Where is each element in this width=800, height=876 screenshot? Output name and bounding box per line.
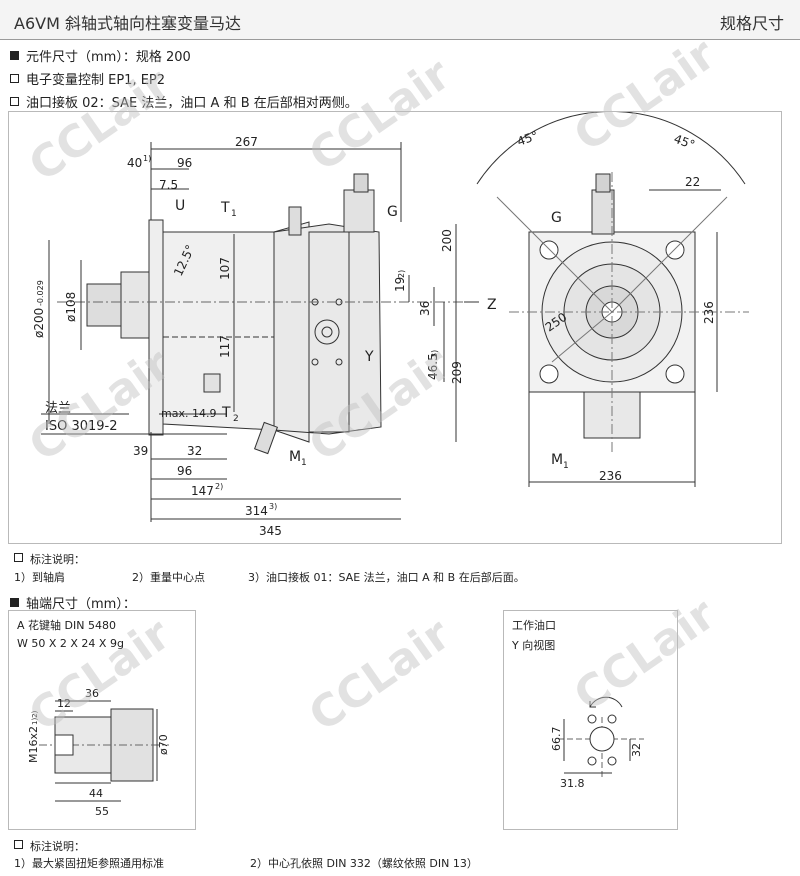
section-label: 规格尺寸 [719, 14, 784, 33]
note-1: 1）到轴肩 [14, 571, 65, 584]
bullet-control: 电子变量控制 EP1, EP2 [10, 69, 165, 88]
dim-39: 39 [133, 444, 148, 458]
flange-standard: ISO 3019-2 [45, 419, 118, 434]
port-t2-sub: 2 [233, 414, 239, 424]
port-panel-line-2: Y 向视图 [512, 639, 556, 652]
shaft-dim-55: 55 [95, 805, 109, 818]
side-dim-236-horizontal: 236 [599, 469, 622, 483]
dim-dia200: ø200 [32, 308, 46, 338]
filled-square-icon [10, 598, 19, 607]
port-u: U [175, 198, 185, 214]
dim-19: 19 [393, 277, 407, 292]
dim-max-14-9: max. 14.9 [161, 407, 216, 420]
shaft-dim-44: 44 [89, 787, 103, 800]
dim-314: 314 [245, 504, 268, 518]
square-icon [10, 74, 19, 83]
dim-96: 96 [177, 156, 192, 170]
dim-46-5: 46.5 [426, 353, 440, 380]
page-header: A6VM 斜轴式轴向柱塞变量马达 规格尺寸 [0, 0, 800, 40]
shaft-spec-line-1: A 花键轴 DIN 5480 [17, 619, 116, 632]
side-port-g: G [551, 210, 562, 226]
rotation-arrow-icon [589, 696, 623, 708]
dim-40: 40 [127, 156, 142, 170]
dim-267: 267 [235, 135, 258, 149]
port-dim-66-7: 66.7 [550, 727, 563, 752]
dim-19-note: 2) [397, 270, 406, 278]
bullet-text: 元件尺寸（mm）：规格 200 [26, 50, 191, 65]
port-panel-line-1: 工作油口 [512, 619, 556, 632]
shaft-spec-line-2: W 50 X 2 X 24 X 9g [17, 637, 124, 650]
dim-314-note: 3) [269, 502, 277, 511]
dim-200: 200 [440, 229, 454, 252]
note-2-2: 2）中心孔依照 DIN 332（螺纹依照 DIN 13） [250, 857, 478, 870]
port-m1: M [289, 449, 301, 465]
port-panel: 工作油口 Y 向视图 66.7 31.8 32 [503, 610, 678, 830]
angle-45-left: 45° [515, 128, 540, 148]
port-g: G [387, 204, 398, 220]
note-2-1: 1）最大紧固扭矩参照通用标准 [14, 857, 164, 870]
shaft-dim-dia70: ø70 [157, 734, 170, 755]
notes-2-heading: 标注说明： [14, 838, 85, 854]
view-z: Z [487, 297, 497, 313]
dim-147: 147 [191, 484, 214, 498]
side-port-m1: M [551, 452, 563, 468]
note-3: 3）油口接板 01：SAE 法兰，油口 A 和 B 在后部后面。 [248, 571, 525, 584]
side-dim-22: 22 [685, 175, 700, 189]
dim-117: 117 [218, 335, 232, 358]
dim-dia108: ø108 [64, 292, 78, 322]
shaft-dim-12: 12 [57, 697, 71, 710]
port-m1-sub: 1 [301, 458, 307, 468]
square-icon [10, 97, 19, 106]
shaft-panel: A 花键轴 DIN 5480 W 50 X 2 X 24 X 9g M16x2 … [8, 610, 196, 830]
bullet-port-plate: 油口接板 02：SAE 法兰，油口 A 和 B 在后部相对两侧。 [10, 92, 358, 111]
port-dim-32: 32 [630, 743, 643, 757]
dim-32: 32 [187, 444, 202, 458]
port-t2: T [221, 405, 231, 421]
port-t1: T [220, 200, 230, 216]
filled-square-icon [10, 51, 19, 60]
dim-36: 36 [418, 301, 432, 316]
notes-1-title: 标注说明： [30, 553, 85, 566]
dim-147-note: 2) [215, 482, 223, 491]
shaft-section-title: 轴端尺寸（mm）： [26, 597, 136, 612]
flange-label: 法兰 [45, 401, 71, 416]
shaft-section-heading: 轴端尺寸（mm）： [10, 593, 136, 612]
notes-2-title: 标注说明： [30, 840, 85, 853]
dim-209: 209 [450, 361, 464, 384]
shaft-dim-36: 36 [85, 687, 99, 700]
bullet-text: 电子变量控制 EP1, EP2 [26, 73, 166, 88]
bullet-text: 油口接板 02：SAE 法兰，油口 A 和 B 在后部相对两侧。 [26, 96, 358, 111]
note-2: 2）重量中心点 [132, 571, 205, 584]
side-dim-236-vertical: 236 [702, 301, 716, 324]
angle-45-right: 45° [672, 132, 697, 152]
port-view-drawing: 66.7 31.8 32 [550, 696, 644, 790]
dim-107: 107 [218, 257, 232, 280]
watermark: CCLair [300, 608, 460, 742]
port-dim-31-8: 31.8 [560, 777, 585, 790]
dim-40-note: 1) [143, 154, 151, 163]
page-title: A6VM 斜轴式轴向柱塞变量马达 [14, 14, 241, 33]
main-drawing-panel: 267 40 1) 96 7.5 U T 1 G T 2 Y M 1 Z ø20… [8, 111, 782, 544]
motor-dimension-drawing: 267 40 1) 96 7.5 U T 1 G T 2 Y M 1 Z ø20… [32, 111, 749, 538]
dim-46-5-note: 3) [430, 350, 439, 358]
shaft-drawing: M16x2 1)2) 36 12 ø70 44 55 [27, 687, 170, 818]
dim-345: 345 [259, 524, 282, 538]
dim-dia200-tol: -0.029 [36, 280, 45, 306]
bullet-spec: 元件尺寸（mm）：规格 200 [10, 46, 191, 65]
square-icon [14, 840, 23, 849]
port-t1-sub: 1 [231, 209, 237, 219]
port-y: Y [364, 349, 374, 365]
side-port-m1-sub: 1 [563, 461, 569, 471]
dim-96-bottom: 96 [177, 464, 192, 478]
shaft-dim-m16-note: 1)2) [31, 710, 39, 725]
shaft-dim-m16: M16x2 [27, 726, 40, 763]
dim-7-5: 7.5 [159, 178, 178, 192]
square-icon [14, 553, 23, 562]
notes-1-heading: 标注说明： [14, 551, 85, 567]
